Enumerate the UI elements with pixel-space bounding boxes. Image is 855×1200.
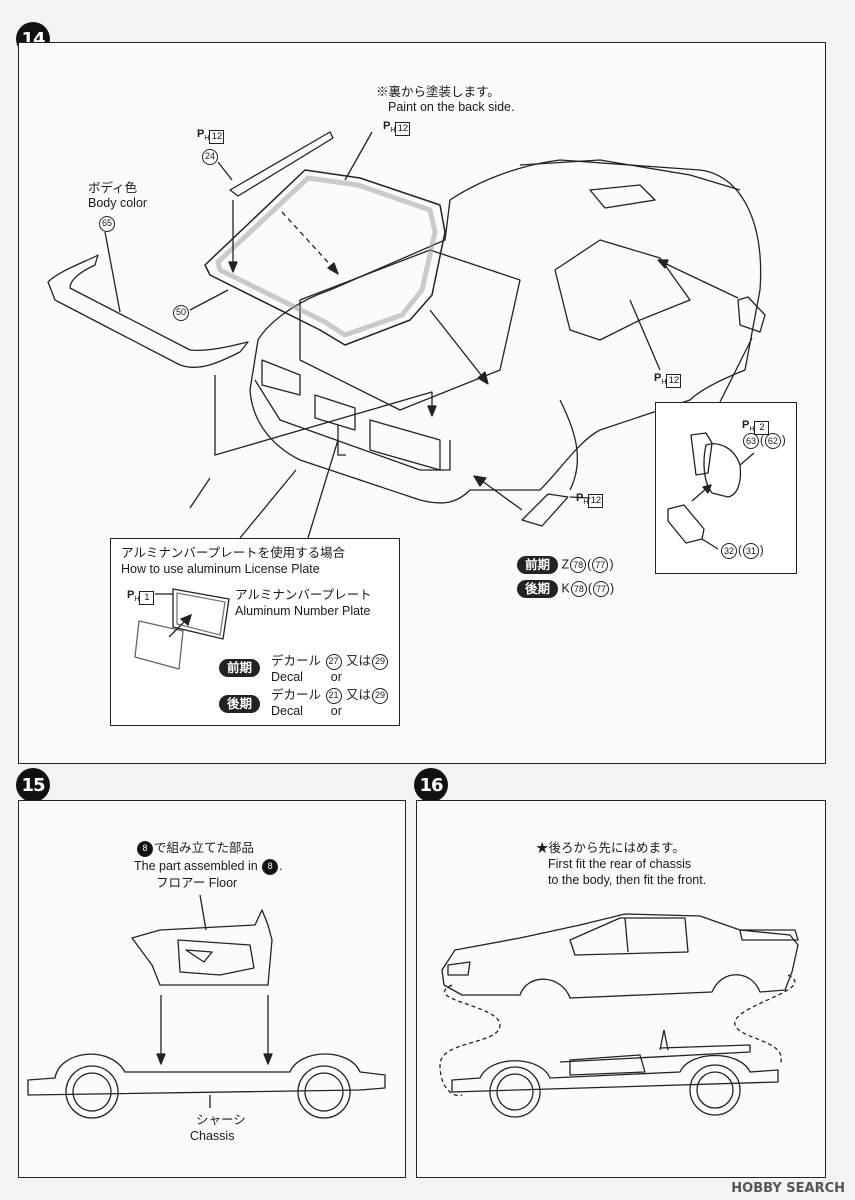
fit-path-rear (734, 974, 796, 1066)
step-16-note-en-1: First fit the rear of chassis (548, 857, 692, 871)
hood-scoop (589, 184, 656, 209)
paint-back-note-jp: ※裏から塗装します。 (376, 85, 500, 99)
mirror-lens-part-number: 32(31) (720, 543, 764, 559)
plate-illustration (134, 588, 230, 670)
mirror-part-number: 63(62) (742, 433, 786, 449)
step-16-panel (416, 800, 826, 1178)
step-15-ref-line-en: The part assembled in 8. (134, 858, 283, 875)
plate-late-decal-en: Decal or (271, 704, 342, 718)
side-window-frame (554, 239, 691, 341)
wheel-arch (559, 399, 578, 491)
rear-wing-part (47, 254, 249, 368)
plate-name-en: Aluminum Number Plate (235, 604, 371, 618)
window-part-number: 50 (172, 304, 190, 321)
car-body (249, 159, 762, 504)
floor-part (131, 909, 273, 986)
wiper-part-number: 24 (201, 148, 219, 165)
mirror-part (737, 296, 766, 333)
step-16-note-en-2: to the body, then fit the front. (548, 873, 707, 887)
plate-title-jp: アルミナンバープレートを使用する場合 (121, 546, 346, 560)
step-15-badge: 15 (16, 768, 50, 802)
plate-early-tag: 前期 (219, 659, 261, 677)
plate-title-en: How to use aluminum License Plate (121, 562, 320, 576)
car-roof (519, 159, 741, 191)
step-16-note-jp: ★後ろから先にはめます。 (536, 841, 685, 855)
license-plate-inset: アルミナンバープレートを使用する場合 How to use aluminum L… (110, 538, 400, 726)
chassis-rear-wheel (297, 1065, 351, 1119)
chassis-part (27, 1053, 386, 1096)
plate-name-jp: アルミナンバープレート (235, 588, 372, 602)
wing-color-jp: ボディ色 (88, 181, 138, 195)
taillight-right (369, 419, 441, 471)
hobby-search-watermark: HOBBY SEARCH (731, 1181, 845, 1196)
rear-window-part (204, 169, 446, 346)
wing-color-en: Body color (88, 196, 148, 210)
step-16-badge: 16 (414, 768, 448, 802)
plate-early-decal-en: Decal or (271, 670, 342, 684)
body-shell (441, 913, 799, 999)
chassis-label-en: Chassis (190, 1129, 235, 1143)
wiper-part (229, 131, 334, 197)
mirror-illustration (667, 432, 755, 550)
chassis-assembly (451, 1054, 779, 1093)
rear-bumper (254, 379, 451, 471)
chassis-front-wheel (65, 1065, 119, 1119)
wing-part-number: 65 (98, 215, 116, 232)
license-recess (314, 394, 356, 431)
chassis-label-jp: シャーシ (196, 1113, 246, 1127)
paint-back-note-en: Paint on the back side. (388, 100, 515, 114)
step-15-panel (18, 800, 406, 1178)
plate-late-tag: 後期 (219, 695, 261, 713)
side-marker-part (521, 493, 569, 527)
taillight-left (261, 359, 301, 396)
fit-path-front (439, 984, 501, 1097)
floor-label: フロアー Floor (156, 876, 238, 890)
